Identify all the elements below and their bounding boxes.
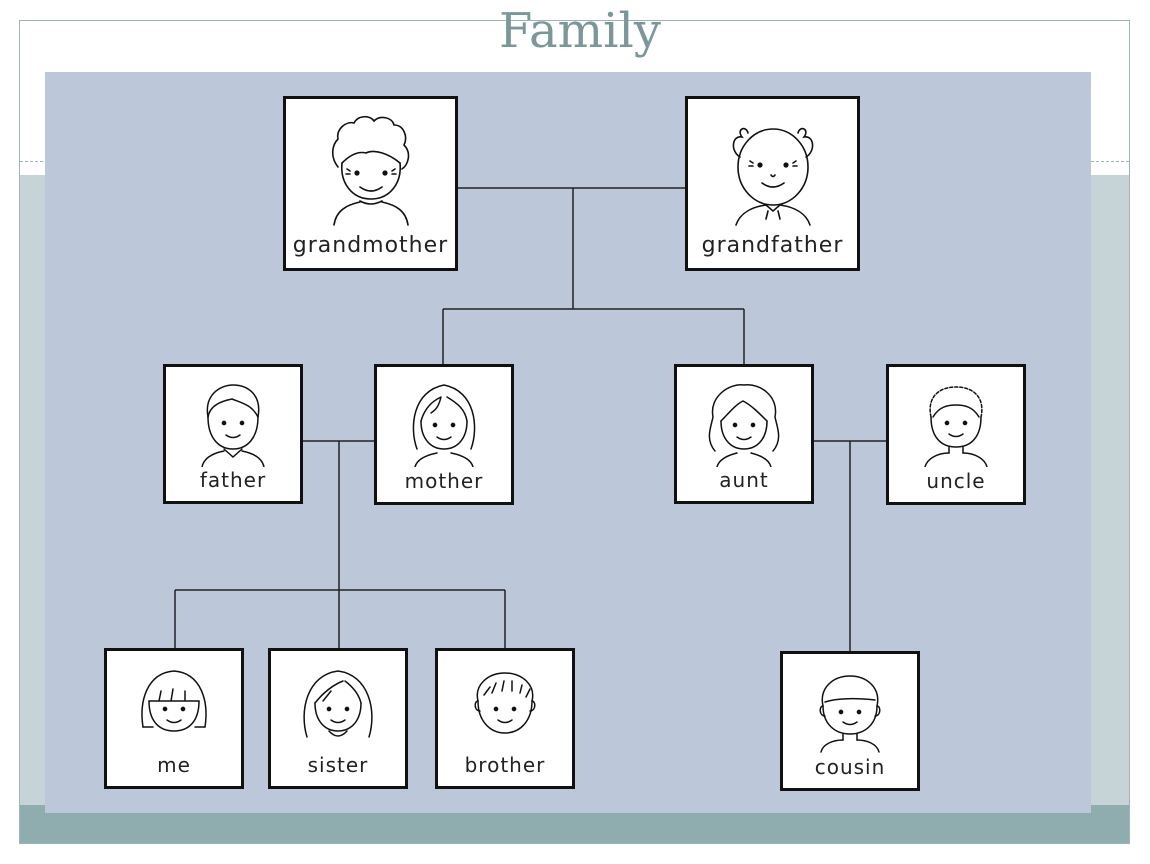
card-grandmother: grandmother (283, 96, 458, 271)
label-father: father (199, 468, 267, 492)
label-brother: brother (464, 753, 546, 777)
grandfather-face-icon (732, 127, 813, 226)
father-face-icon (201, 384, 265, 467)
label-uncle: uncle (926, 469, 986, 493)
mother-face-icon (412, 384, 476, 467)
card-sister: sister (268, 648, 408, 789)
card-me: me (104, 648, 244, 789)
grandmother-face-icon (331, 115, 409, 226)
label-grandfather: grandfather (701, 233, 844, 258)
card-uncle: uncle (886, 364, 1026, 505)
card-brother: brother (435, 648, 575, 789)
card-cousin: cousin (780, 651, 920, 791)
card-mother: mother (374, 364, 514, 505)
me-face-icon (141, 670, 207, 732)
brother-face-icon (474, 672, 536, 734)
slide-title: Family (499, 3, 661, 59)
label-cousin: cousin (814, 755, 886, 779)
uncle-face-icon (924, 386, 988, 467)
label-me: me (157, 753, 191, 777)
aunt-face-icon (708, 384, 780, 467)
label-grandmother: grandmother (292, 233, 449, 258)
card-grandfather: grandfather (685, 96, 860, 271)
sister-face-icon (303, 670, 373, 738)
label-mother: mother (404, 469, 484, 493)
cousin-face-icon (819, 675, 881, 753)
label-aunt: aunt (719, 468, 769, 492)
card-aunt: aunt (674, 364, 814, 504)
label-sister: sister (307, 753, 369, 777)
card-father: father (163, 364, 303, 504)
